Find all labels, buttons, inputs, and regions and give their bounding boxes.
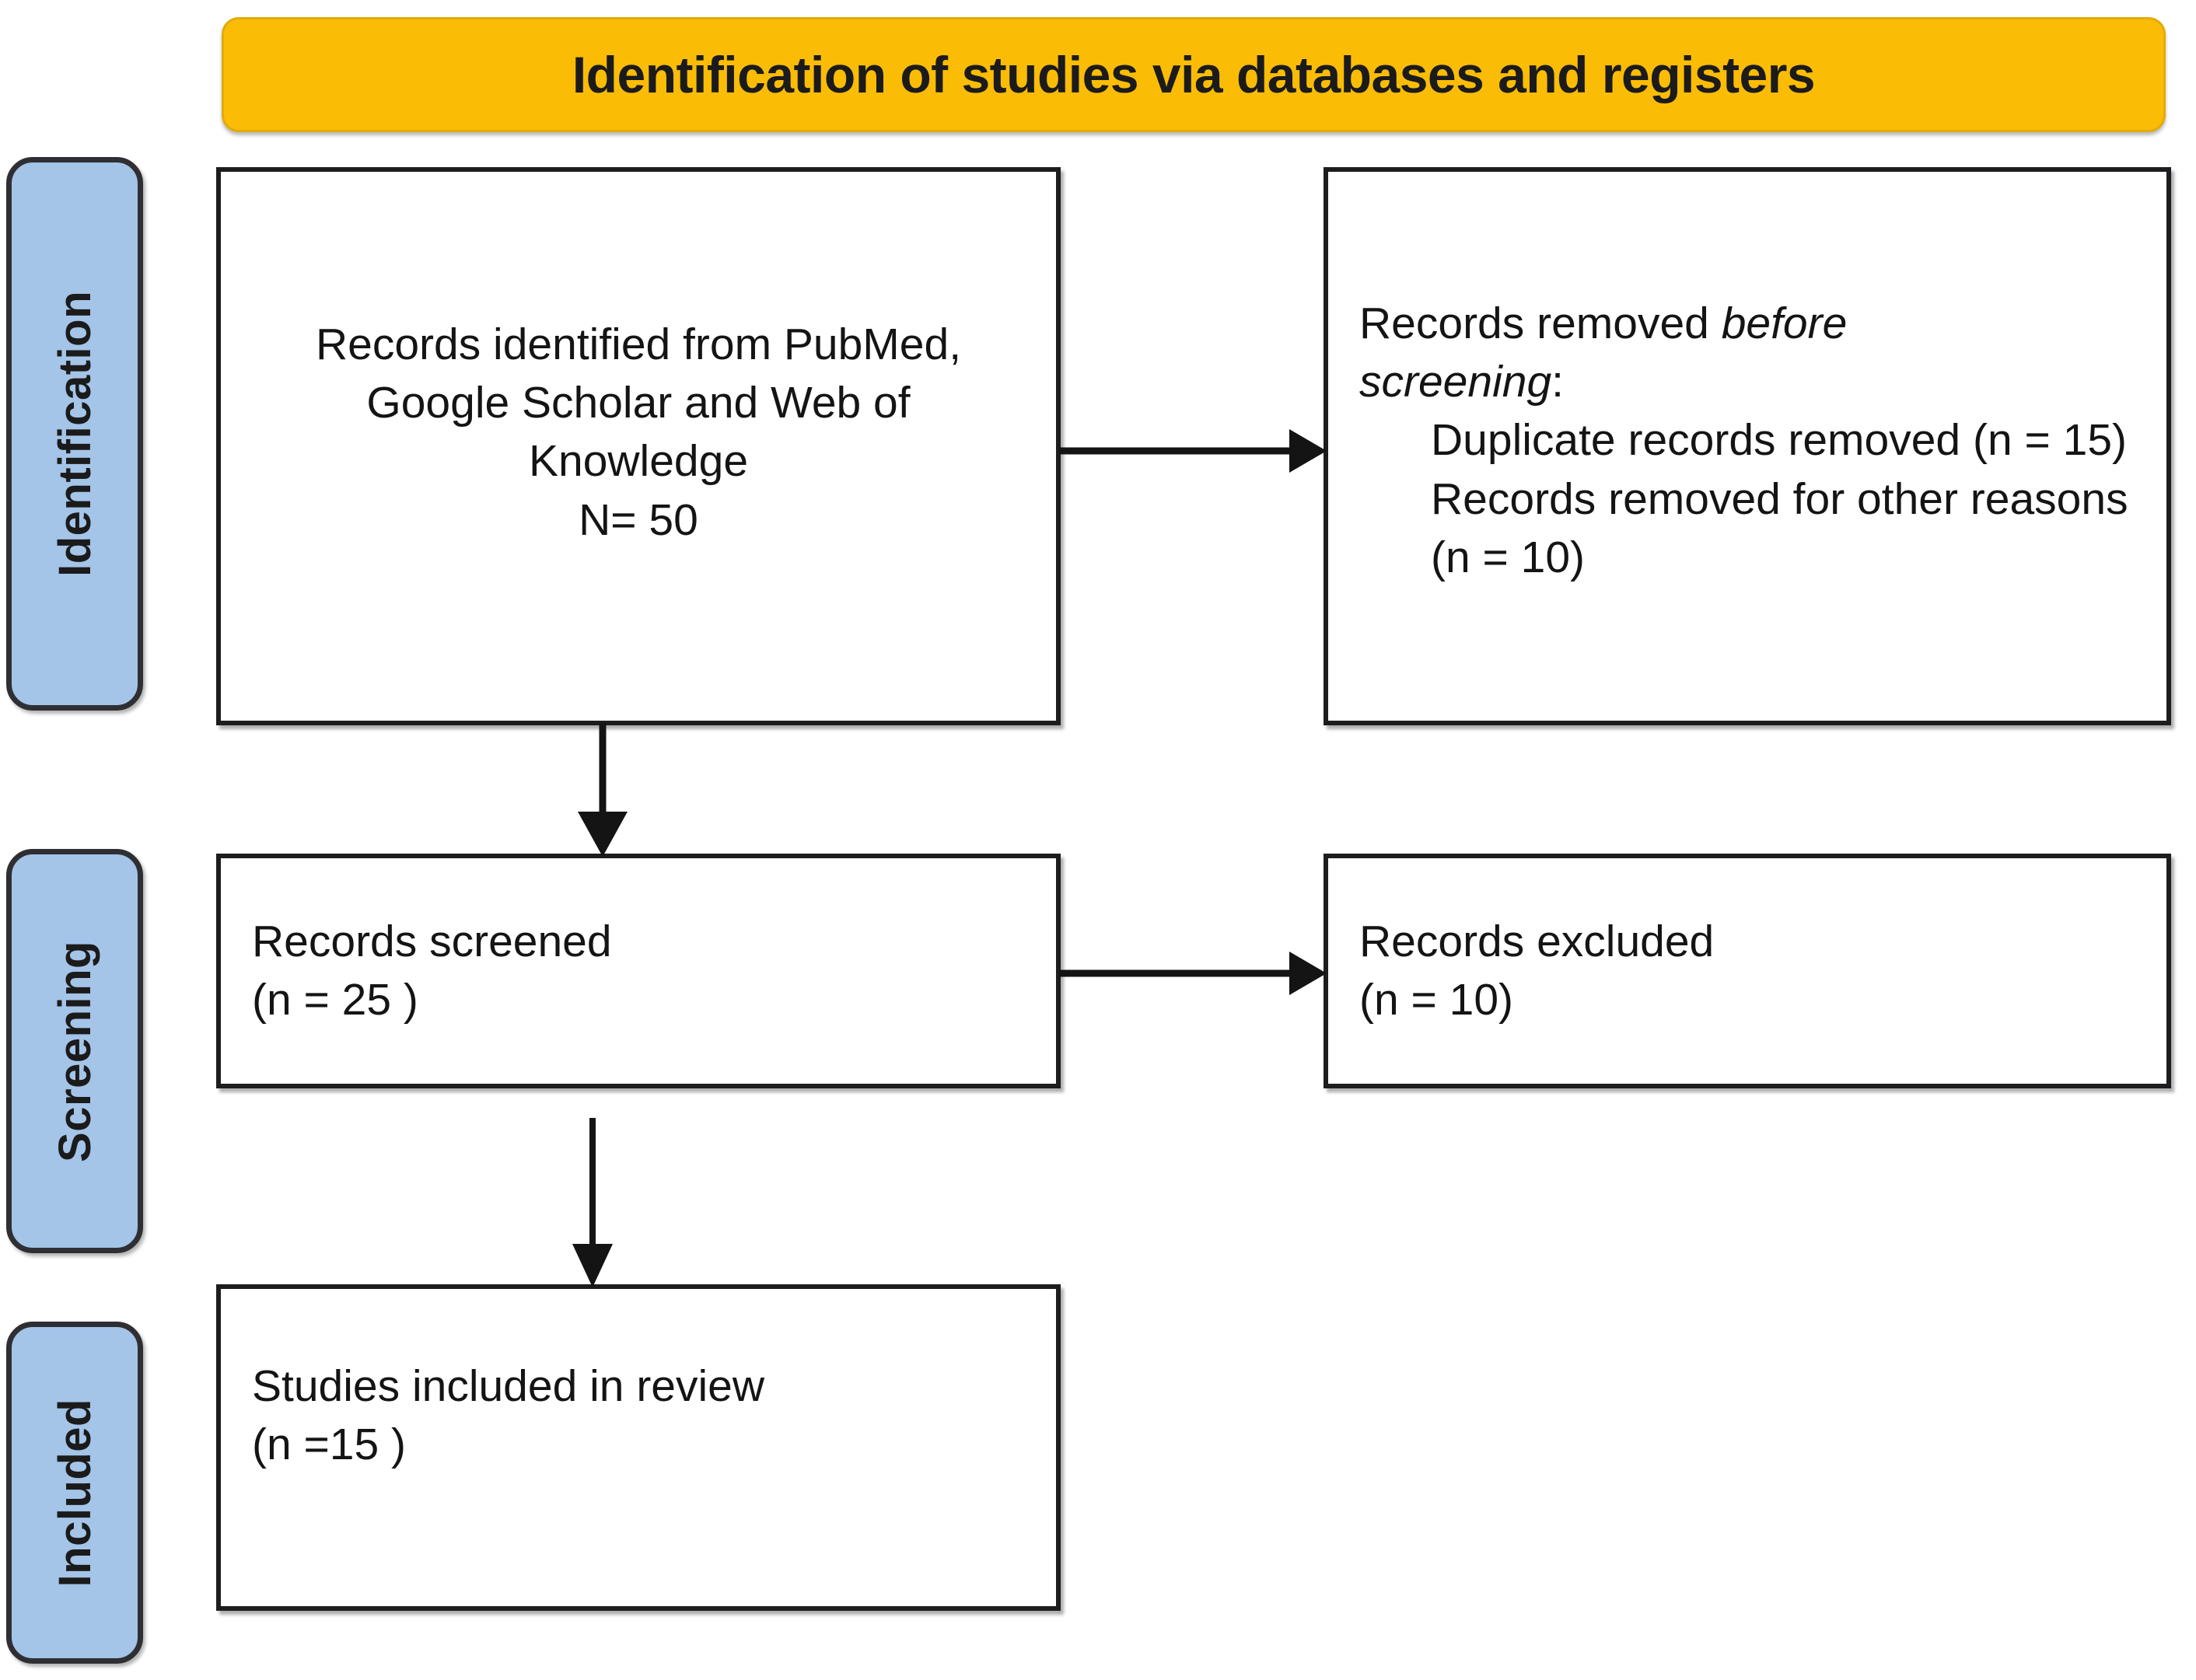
removed-item-other-reasons: Records removed for other reasons (n = 1…: [1431, 473, 2141, 582]
stage-tab-included: Included: [6, 1322, 143, 1664]
header-title: Identification of studies via databases …: [572, 45, 1816, 103]
box-records-identified: Records identified from PubMed, Google S…: [216, 167, 1061, 725]
box-studies-included-text: Studies included in review (n =15 ): [252, 1361, 765, 1470]
removed-heading-suffix: :: [1551, 357, 1564, 407]
stage-tab-screening: Screening: [6, 849, 143, 1253]
stage-tab-identification-label: Identification: [49, 291, 100, 577]
stage-tab-included-label: Included: [49, 1398, 100, 1587]
arrow-identified-to-removed: [1059, 420, 1327, 482]
arrow-identified-to-screened: [572, 723, 634, 857]
removed-heading-italic: before screening: [1359, 299, 1848, 407]
box-records-screened: Records screened (n = 25 ): [216, 854, 1061, 1088]
stage-tab-identification: Identification: [6, 157, 143, 711]
box-records-screened-text: Records screened (n = 25 ): [252, 917, 612, 1025]
box-records-removed: Records removed before screening: Duplica…: [1324, 167, 2171, 725]
box-records-excluded-text: Records excluded (n = 10): [1359, 917, 1715, 1025]
header-banner: Identification of studies via databases …: [222, 17, 2166, 132]
arrow-screened-to-included: [561, 1118, 624, 1287]
box-records-removed-text: Records removed before screening: Duplica…: [1328, 295, 2166, 587]
box-records-identified-text: Records identified from PubMed, Google S…: [315, 320, 962, 545]
removed-item-duplicates: Duplicate records removed (n = 15): [1431, 415, 2127, 466]
removed-heading-prefix: Records removed: [1359, 299, 1722, 348]
box-studies-included: Studies included in review (n =15 ): [216, 1284, 1061, 1611]
stage-tab-screening-label: Screening: [49, 940, 100, 1162]
box-records-excluded: Records excluded (n = 10): [1324, 854, 2171, 1088]
arrow-screened-to-excluded: [1059, 942, 1327, 1004]
